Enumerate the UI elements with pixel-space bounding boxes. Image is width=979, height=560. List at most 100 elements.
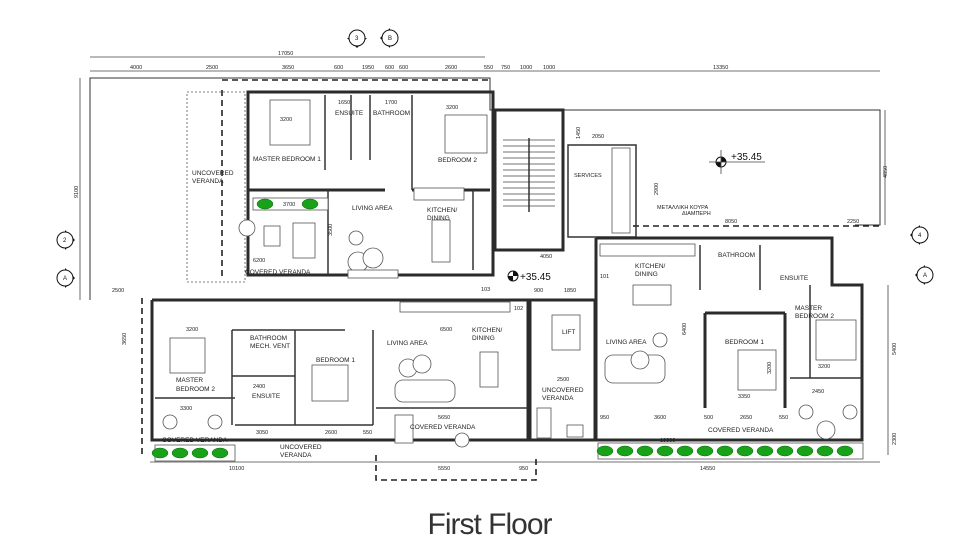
coffee-table [566,424,584,438]
dimension-label: 3650 [122,333,128,345]
dining-table [431,219,451,263]
shrub-icon [836,445,854,457]
armchair [207,414,223,430]
dashed-boundary-bottom [375,455,537,481]
dimension-label: 6500 [440,327,452,333]
section-marker-label: A [923,273,927,279]
armchair [238,219,256,237]
room-label: COVERED VERANDA [708,427,774,434]
room-label: BEDROOM 1 [316,357,355,364]
shrub-icon [696,445,714,457]
dimension-label: 600 [385,65,394,71]
dimension-label: 3650 [282,65,294,71]
dimension-label: 2300 [892,433,898,445]
dimension-label: 5400 [892,343,898,355]
room-label: MASTER BEDROOM 1 [253,156,321,163]
level-marker-landing: +35.45 [507,270,551,283]
dimension-label: 4000 [130,65,142,71]
dimension-label: 2500 [557,377,569,383]
room-label: VERANDA [280,452,312,459]
dimension-label: 3200 [818,364,830,370]
dimension-label: 5650 [438,415,450,421]
dimension-lines [79,56,889,463]
dimension-label: 5550 [438,466,450,472]
level-label: +35.45 [731,152,762,163]
room-label: KITCHEN/ [635,263,666,270]
shrub-icon [716,445,734,457]
shrub-icon [256,198,274,210]
sofa [394,414,414,444]
coffee-table [263,225,281,247]
dimension-label: 600 [399,65,408,71]
dimension-label: 3300 [180,406,192,412]
bed [311,364,349,402]
section-marker: A [915,265,934,285]
room-label: MASTER [176,377,203,384]
lift-shaft [551,314,581,351]
shrub-icon [796,445,814,457]
shrub-icon [616,445,634,457]
room-labels: MASTER BEDROOM 1 ENSUITE BATHROOM BEDROO… [162,110,834,459]
room-label: UNCOVERED [192,170,234,177]
round-table [362,247,384,269]
room-label: ENSUITE [780,275,809,282]
dimension-label: 3200 [446,105,458,111]
room-label: BATHROOM [718,252,755,259]
section-marker: 3 [347,29,367,48]
dimension-label: 1450 [576,127,582,139]
room-label: BEDROOM 1 [725,339,764,346]
room-label: VERANDA [542,395,574,402]
door-number: 102 [514,306,523,312]
round-table [630,350,650,370]
section-marker: A [56,268,75,288]
shrub-icon [776,445,794,457]
dimension-label: 6400 [682,323,688,335]
armchair [798,404,814,420]
sofa [536,407,552,439]
bed [737,349,777,391]
bed [815,319,857,361]
kitchen-counter [399,301,511,313]
armchair [162,414,178,430]
door-number: 103 [481,287,490,293]
dimension-label: 2500 [206,65,218,71]
dimension-label: 550 [363,430,372,436]
meter-cabinets [611,147,631,234]
room-label: UNCOVERED [280,444,322,451]
room-label: BEDROOM 2 [438,157,477,164]
dimension-label: 2450 [812,389,824,395]
room-label: DINING [427,215,450,222]
section-marker: B [380,28,399,48]
room-label: COVERED VERANDA [245,269,311,276]
annotation: ΜΕΤΑΛΛΙΚΗ ΚΟΥΡΑ [657,205,708,211]
section-marker-label: A [63,276,67,282]
dimension-label: 2900 [654,183,660,195]
apartment-bottom-left [150,298,530,448]
annotation: ΔΙΑΜΠΕΡΗ [682,211,711,217]
dimension-label: 9100 [74,186,80,198]
armchair [842,404,858,420]
bed [169,337,206,374]
room-label: BATHROOM [250,335,287,342]
dimension-label: 2250 [847,219,859,225]
section-marker-label: B [388,36,392,42]
dimension-label: 950 [600,415,609,421]
kitchen-counter [413,187,465,201]
dimension-label: 1000 [543,65,555,71]
room-label: ENSUITE [335,110,364,117]
dimension-label: 3200 [767,362,773,374]
dimension-label: 500 [704,415,713,421]
room-label: VERANDA [192,178,224,185]
dimension-label: 950 [519,466,528,472]
sofa [394,379,456,403]
room-label: UNCOVERED [542,387,584,394]
dimension-label: 2600 [445,65,457,71]
shrub-icon [171,447,189,459]
planter-hedges [151,197,864,462]
shrub-icon [656,445,674,457]
section-marker-label: 4 [918,233,922,239]
shrub-icon [191,447,209,459]
section-marker: 4 [910,225,929,245]
level-marker-main: +35.45 [709,150,765,174]
dimension-label: 3050 [256,430,268,436]
